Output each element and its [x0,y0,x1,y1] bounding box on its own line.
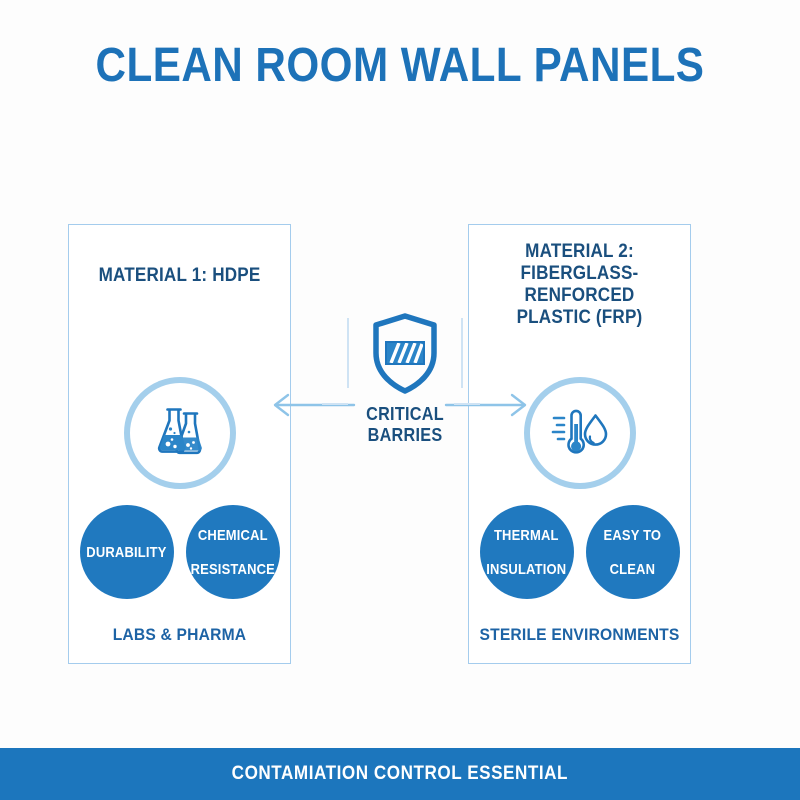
divider-tick-top-left [347,318,349,388]
page-title: CLEAN ROOM WALL PANELS [95,39,705,92]
feature-label-line: INSULATION [486,560,567,578]
feature-label-line: THERMAL [494,526,559,544]
feature-label-line: CHEMICAL [197,526,268,544]
footer-bar: CONTAMIATION CONTROL ESSENTIAL [0,748,800,800]
panel-material-1: MATERIAL 1: HDPE [68,224,291,664]
divider-tick-left [322,403,348,405]
icon-ring-thermometer [523,377,636,489]
hub-label-line: BARRIES [367,425,443,445]
shield-icon [373,313,437,394]
panel-heading-line: MATERIAL 2: [525,241,634,262]
arrow-left-icon [270,392,356,418]
divider-tick-top-right [461,318,463,388]
feature-label-line: RESISTANCE [190,560,275,578]
panel-heading-line: PLASTIC (FRP) [516,307,643,328]
features-material-1: DURABILITY CHEMICAL RESISTANCE [69,505,290,599]
arrow-right-icon [444,392,530,418]
panel-material-2: MATERIAL 2: FIBERGLASS-RENFORCED PLASTIC… [468,224,691,664]
panel-heading-material-2: MATERIAL 2: FIBERGLASS-RENFORCED PLASTIC… [480,241,679,329]
panel-heading-line: MATERIAL 1: HDPE [98,265,261,286]
panel-heading-material-1: MATERIAL 1: HDPE [80,265,279,287]
hub-label-line: CRITICAL [366,404,444,424]
panel-footer-material-1: LABS & PHARMA [112,625,247,644]
feature-durability[interactable]: DURABILITY [79,505,174,599]
feature-label-line: EASY TO [603,526,662,544]
feature-thermal-insulation[interactable]: THERMAL INSULATION [479,505,574,599]
footer-bar-text: CONTAMIATION CONTROL ESSENTIAL [231,763,569,784]
features-material-2: THERMAL INSULATION EASY TO CLEAN [469,505,690,599]
feature-easy-to-clean[interactable]: EASY TO CLEAN [585,505,680,599]
divider-tick-right [454,403,480,405]
panel-heading-line: FIBERGLASS-RENFORCED [520,263,639,306]
thermometer-droplet-icon [551,409,607,454]
center-hub: CRITICAL BARRIES [330,312,480,472]
flasks-icon [157,408,202,455]
feature-label-line: CLEAN [609,560,656,578]
shield-icon-wrap [366,312,444,396]
feature-label-line: DURABILITY [86,543,167,561]
panel-footer-material-2: STERILE ENVIRONMENTS [479,625,680,644]
feature-chemical-resistance[interactable]: CHEMICAL RESISTANCE [185,505,280,599]
hub-label: CRITICAL BARRIES [338,404,473,446]
icon-ring-flasks [123,377,236,489]
